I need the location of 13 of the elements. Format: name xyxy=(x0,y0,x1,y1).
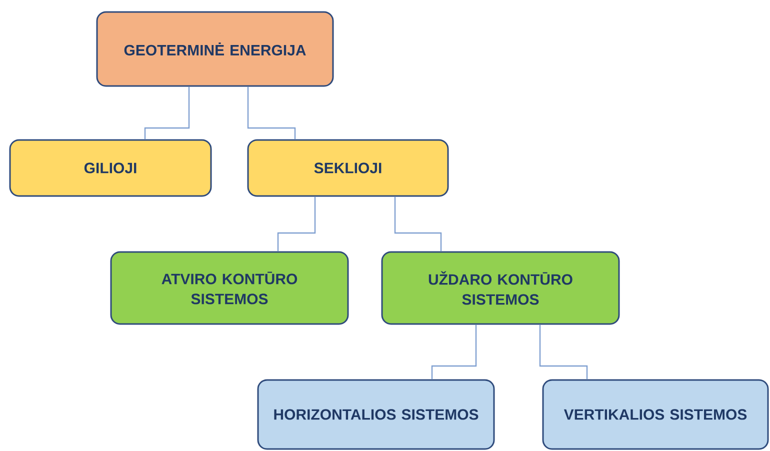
category-box: VERTIKALIOS SISTEMOS xyxy=(542,379,769,450)
connector-line xyxy=(144,86,190,140)
connector-line xyxy=(394,196,442,252)
category-box: UŽDARO KONTŪRO SISTEMOS xyxy=(381,251,620,325)
connector-line xyxy=(247,86,296,140)
category-box: GEOTERMINĖ ENERGIJA xyxy=(96,11,334,87)
connector-line xyxy=(277,196,316,252)
connector-line xyxy=(539,324,588,380)
connector-line xyxy=(431,324,477,380)
category-box: GILIOJI xyxy=(9,139,212,197)
category-box: SEKLIOJI xyxy=(247,139,449,197)
category-box: HORIZONTALIOS SISTEMOS xyxy=(257,379,495,450)
category-box: ATVIRO KONTŪRO SISTEMOS xyxy=(110,251,349,325)
